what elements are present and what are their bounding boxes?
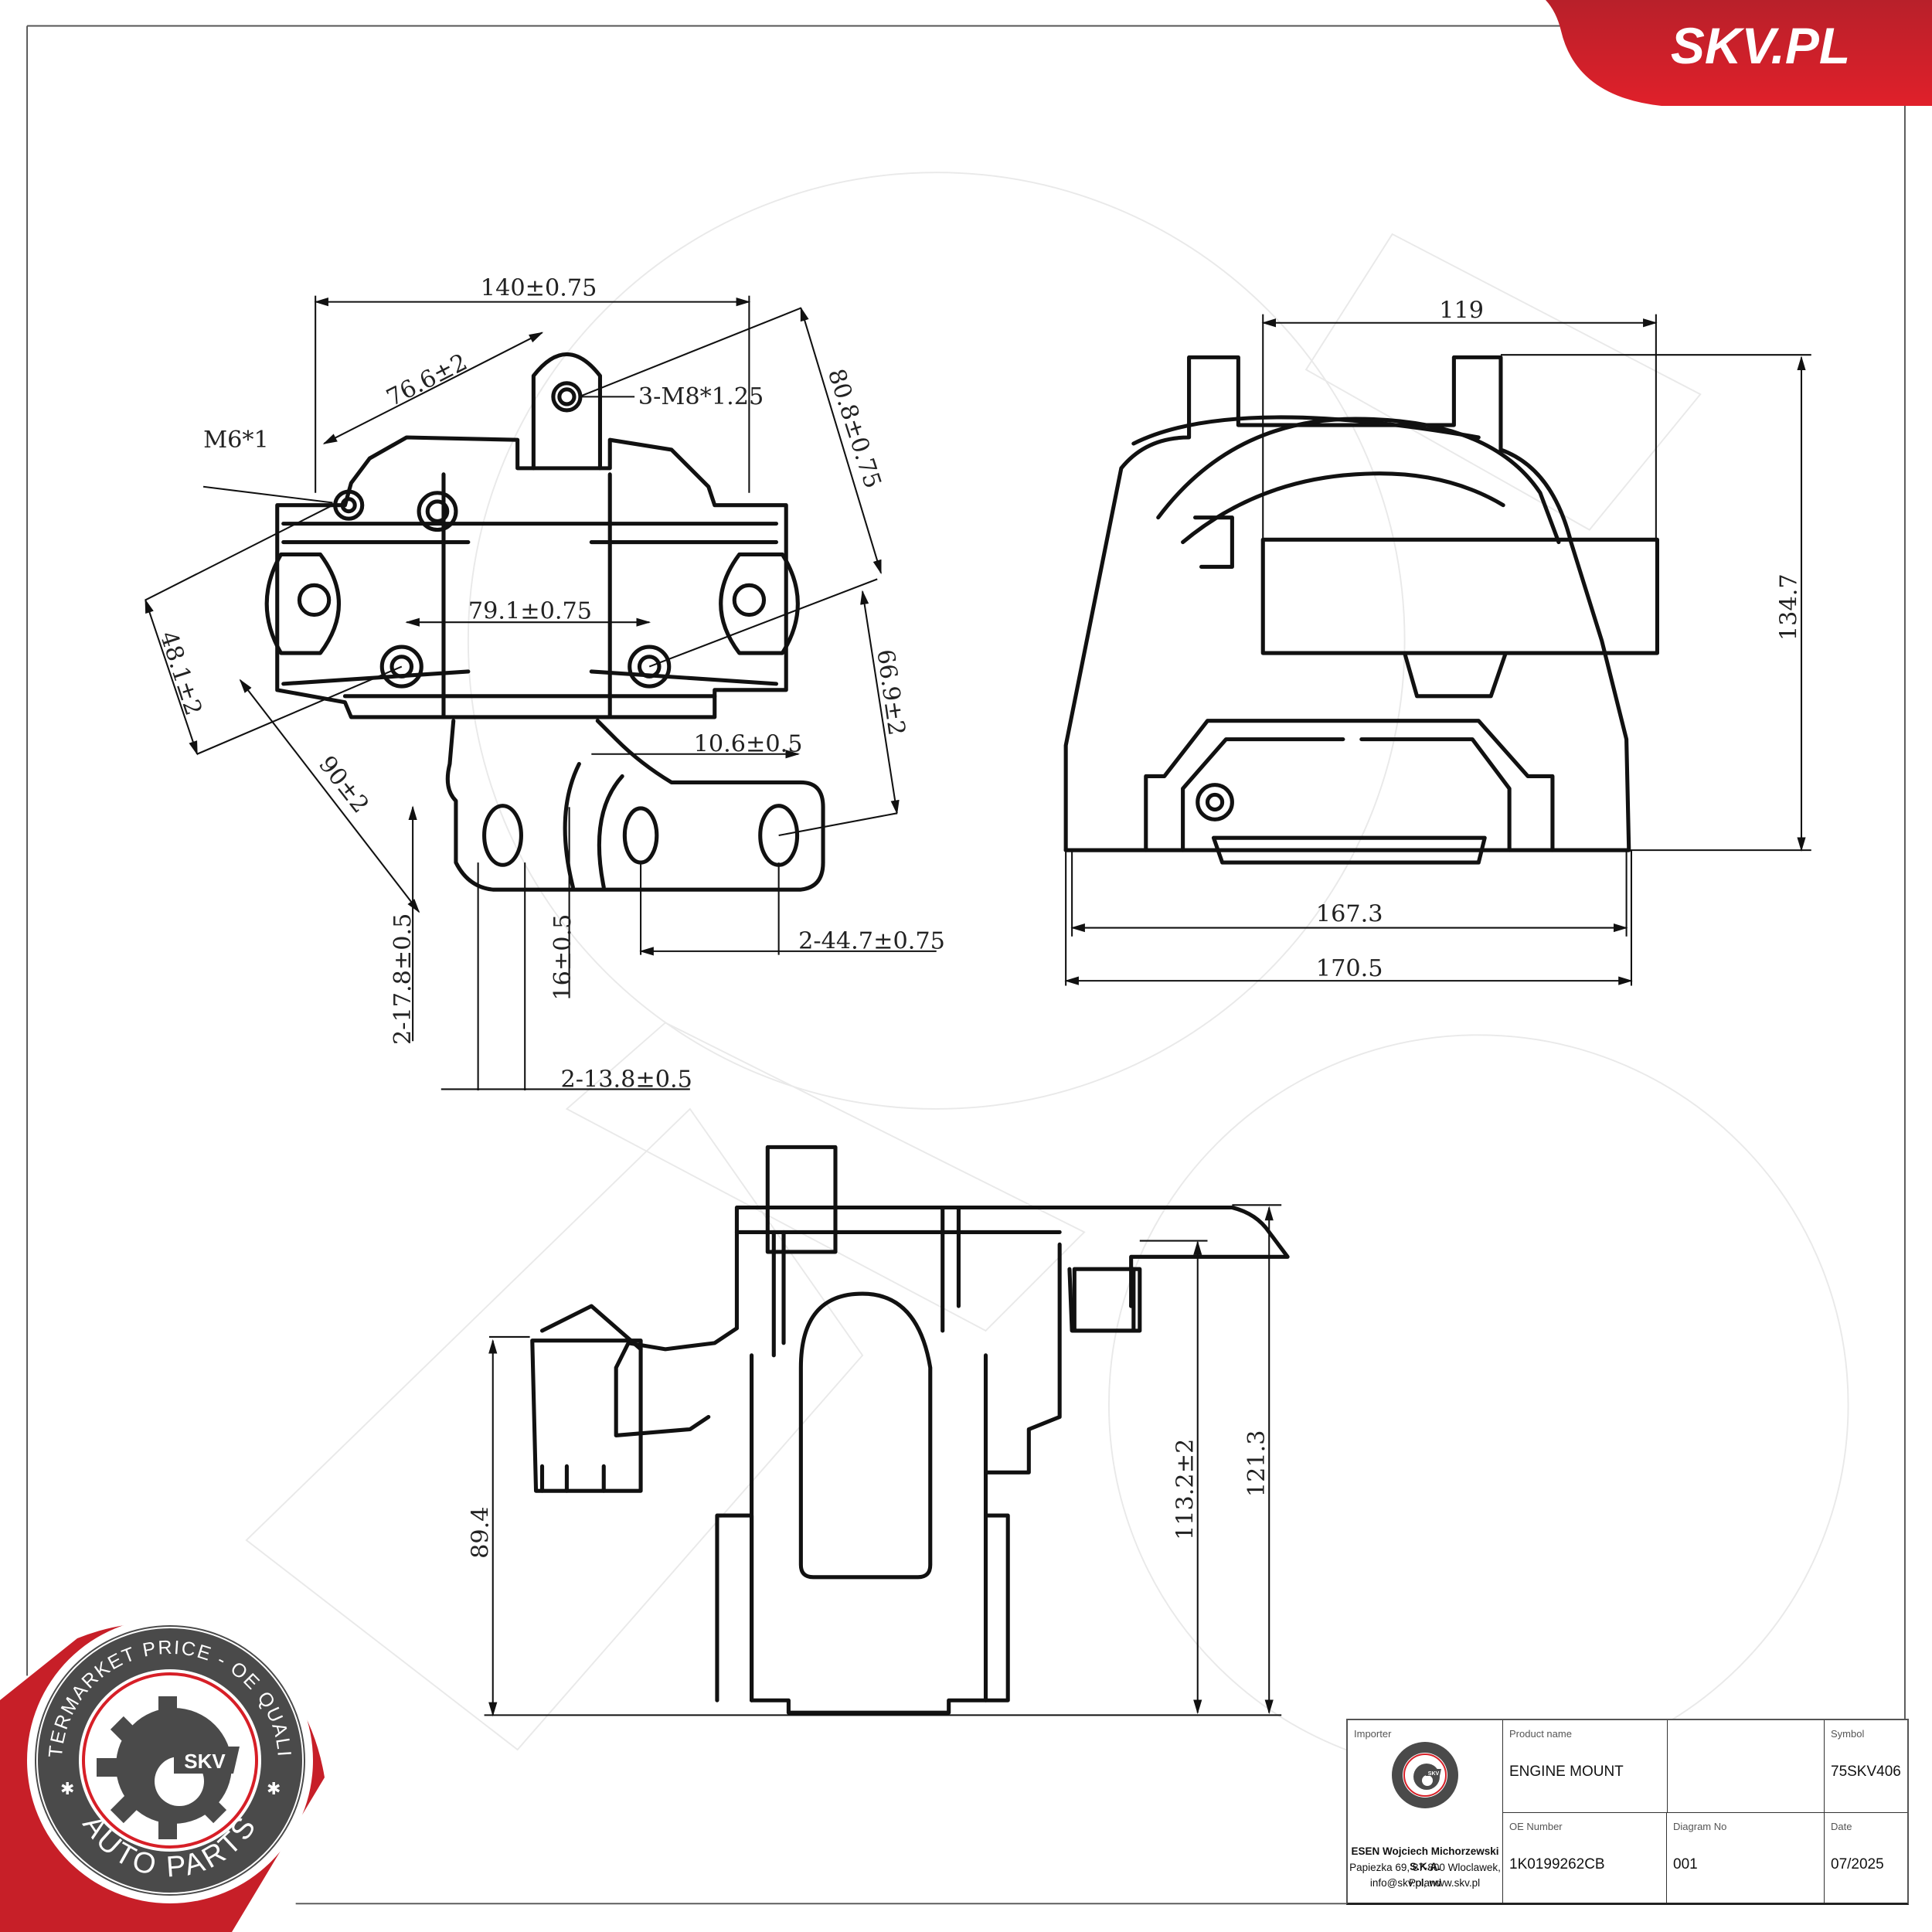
symbol-label: Symbol (1831, 1728, 1865, 1740)
importer-contact: info@skv.pl, www.skv.pl (1369, 1877, 1481, 1889)
dim-base-outer: 170.5 (1316, 955, 1383, 982)
importer-name: ESEN Wojciech Michorzewski S.K.A. (1351, 1845, 1499, 1872)
brand-badge: AFTERMARKET PRICE - OE QUALITY AUTO PART… (0, 1592, 325, 1932)
product-name-wide: ENGINE MOUNT (1503, 1720, 1824, 1813)
importer-label: Importer (1354, 1728, 1392, 1740)
product-name-label: Product name (1509, 1728, 1572, 1740)
dim-side-thread: M6*1 (203, 427, 269, 454)
dim-slot-height-small: 16±0.5 (549, 914, 577, 1001)
site-logo-text: SKV.PL (1671, 17, 1850, 74)
front-view-labels: 89.4 113.2±2 121.3 (467, 1430, 1270, 1558)
product-name-value: ENGINE MOUNT (1509, 1764, 1624, 1780)
symbol-value: 75SKV406 (1831, 1764, 1901, 1780)
top-view-body (275, 435, 788, 719)
dim-overall-width: 140±0.75 (481, 275, 597, 302)
oe-number-cell: OE Number 1K0199262CB (1503, 1813, 1667, 1903)
top-view-dimensions (145, 295, 937, 1091)
dim-side-height: 134.7 (1776, 573, 1803, 641)
front-view-dimensions (484, 1204, 1282, 1717)
front-view (530, 1145, 1290, 1715)
dim-inner-width: 79.1±0.75 (468, 597, 592, 624)
date-label: Date (1831, 1821, 1852, 1832)
dim-slot-width: 2-13.8±0.5 (560, 1066, 692, 1093)
top-view (264, 352, 825, 892)
diagram-no-value: 001 (1673, 1856, 1698, 1872)
title-block: Importer SKV ESEN Wojciech Michorzewski … (1346, 1719, 1909, 1905)
star-icon: ✱ (267, 1780, 281, 1799)
top-view-labels: 140±0.75 76.6±2 3-M8*1.25 M6*1 80.8±0.75… (155, 275, 945, 1094)
dim-connector-height: 89.4 (467, 1506, 494, 1558)
oe-number-value: 1K0199262CB (1509, 1856, 1605, 1872)
side-view-dimensions (1064, 314, 1811, 986)
dim-top-width: 119 (1439, 297, 1484, 324)
oe-number-label: OE Number (1509, 1821, 1563, 1832)
star-icon: ✱ (60, 1780, 74, 1799)
svg-text:SKV: SKV (1428, 1771, 1440, 1777)
dim-hole-to-tab: 76.6±2 (383, 349, 472, 412)
dim-tab-thread: 3-M8*1.25 (638, 383, 764, 410)
importer-address: Papiezka 69, 87-800 Wloclawek, Poland (1349, 1862, 1501, 1889)
dim-slot-gap: 10.6±0.5 (694, 731, 803, 758)
dim-slot-height: 2-17.8±0.5 (389, 913, 417, 1045)
side-view (1063, 355, 1660, 865)
dim-mid-height: 113.2±2 (1172, 1439, 1199, 1540)
dim-diag-right: 80.8±0.75 (822, 366, 886, 492)
dim-overall-height: 121.3 (1243, 1430, 1270, 1497)
brand-banner: SKV.PL (1546, 0, 1932, 106)
diagram-no-cell: Diagram No 001 (1667, 1813, 1824, 1903)
side-view-labels: 119 134.7 167.3 170.5 (1316, 297, 1803, 981)
lower-bracket (445, 719, 825, 892)
dim-right-offset: 66.9±2 (871, 648, 910, 737)
importer-cell: Importer SKV ESEN Wojciech Michorzewski … (1348, 1720, 1503, 1903)
dim-diag-left: 90±2 (313, 751, 374, 818)
symbol-cell: Symbol 75SKV406 (1824, 1720, 1907, 1813)
date-cell: Date 07/2025 (1824, 1813, 1907, 1903)
importer-logo: SKV (1392, 1742, 1458, 1808)
badge-center-text: SKV (184, 1750, 226, 1773)
dim-base-inner: 167.3 (1316, 901, 1383, 928)
dim-slot-pitch: 2-44.7±0.75 (798, 928, 945, 955)
dim-left-offset: 48.1±2 (155, 628, 207, 719)
date-value: 07/2025 (1831, 1856, 1884, 1872)
diagram-no-label: Diagram No (1673, 1821, 1727, 1832)
